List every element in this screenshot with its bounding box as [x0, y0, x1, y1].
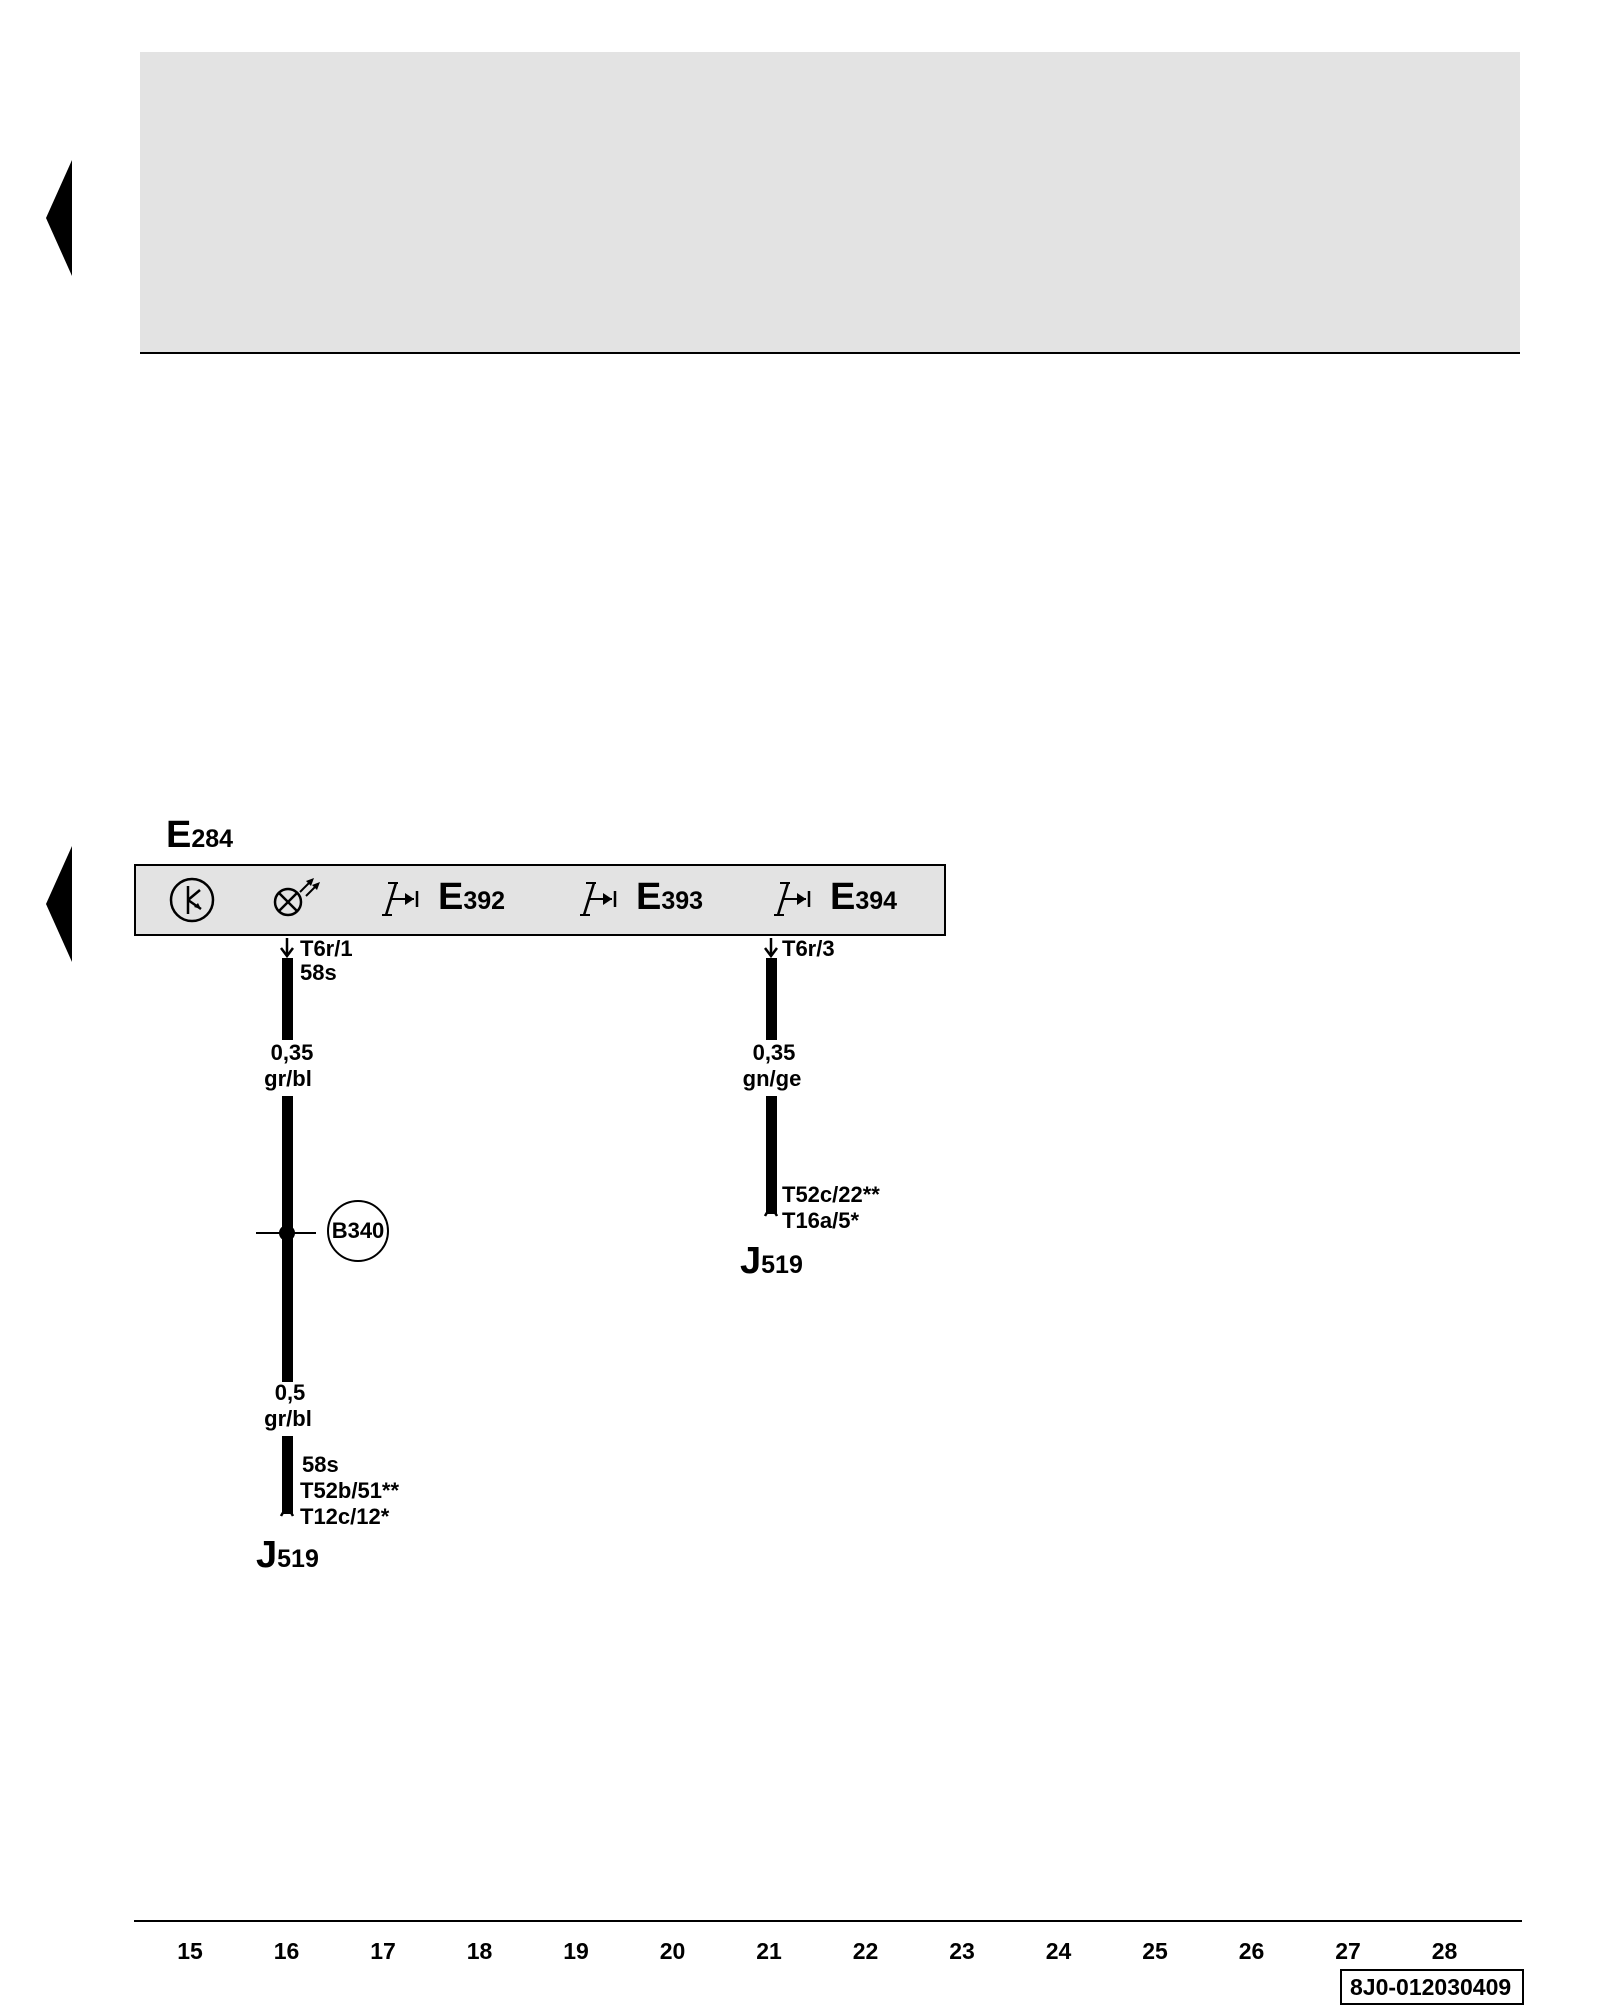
wire1-top-terminal: 58s: [300, 960, 337, 985]
connector-arrow-icon: [280, 938, 294, 959]
wire2-top-pin: T6r/3: [782, 936, 835, 961]
column-number: 23: [949, 1938, 975, 1964]
wire1-top-pin: T6r/1: [300, 936, 353, 961]
switch-label-e392: E392: [438, 876, 506, 918]
splice-label-b340: B340: [327, 1200, 389, 1262]
component-box-e284: [134, 864, 946, 936]
switch-label-e394: E394: [830, 876, 898, 918]
wire1-color-2: gr/bl: [264, 1406, 312, 1431]
previous-section-arrow-icon[interactable]: [44, 846, 74, 962]
pushbutton-switch-icon: [774, 882, 811, 916]
splice-node: [279, 1225, 295, 1241]
wire1-bottom-pin-1: T52b/51**: [300, 1478, 400, 1503]
light-switch-icon: [169, 877, 215, 923]
header-band: [140, 52, 1520, 354]
column-number: 21: [756, 1938, 782, 1964]
wire1-bottom-terminal: 58s: [302, 1452, 339, 1477]
column-number: 22: [852, 1938, 879, 1964]
wire1-bottom-pin-2: T12c/12*: [300, 1504, 390, 1529]
column-number: 25: [1142, 1938, 1168, 1964]
column-number: 16: [273, 1938, 300, 1964]
wire2-bottom-pin-2: T16a/5*: [782, 1208, 860, 1233]
column-number: 19: [563, 1938, 589, 1964]
previous-page-arrow-icon[interactable]: [44, 160, 74, 276]
component-label: E284: [166, 814, 234, 856]
connector-arrow-icon: [764, 938, 778, 959]
wire2-size-1: 0,35: [752, 1040, 796, 1065]
column-number: 26: [1238, 1938, 1265, 1964]
switch-label-e393: E393: [636, 876, 704, 918]
column-number: 17: [370, 1938, 396, 1964]
pushbutton-switch-icon: [580, 882, 617, 916]
wire1-size-1: 0,35: [270, 1040, 314, 1065]
wire1-color-1: gr/bl: [264, 1066, 312, 1091]
lamp-icon: [273, 878, 320, 917]
wire2-target-j519: J519: [740, 1240, 803, 1282]
wire1-segment: [282, 958, 293, 1040]
column-number: 15: [177, 1938, 203, 1964]
bottom-rule: [134, 1920, 1522, 1922]
wire1-segment: [282, 1436, 293, 1514]
wire2-bottom-pin-1: T52c/22**: [782, 1182, 880, 1207]
wire1-size-2: 0,5: [274, 1380, 306, 1405]
pushbutton-switch-icon: [382, 882, 419, 916]
column-number: 28: [1431, 1938, 1458, 1964]
connector-end-icon: [763, 1208, 779, 1217]
wire2-segment: [766, 958, 777, 1040]
wire2-segment: [766, 1096, 777, 1214]
column-number: 27: [1335, 1938, 1361, 1964]
wire2-color-1: gn/ge: [742, 1066, 802, 1091]
column-number: 24: [1045, 1938, 1072, 1964]
column-number: 20: [659, 1938, 686, 1964]
column-number: 18: [466, 1938, 493, 1964]
connector-end-icon: [279, 1508, 295, 1517]
wire1-target-j519: J519: [256, 1534, 319, 1576]
